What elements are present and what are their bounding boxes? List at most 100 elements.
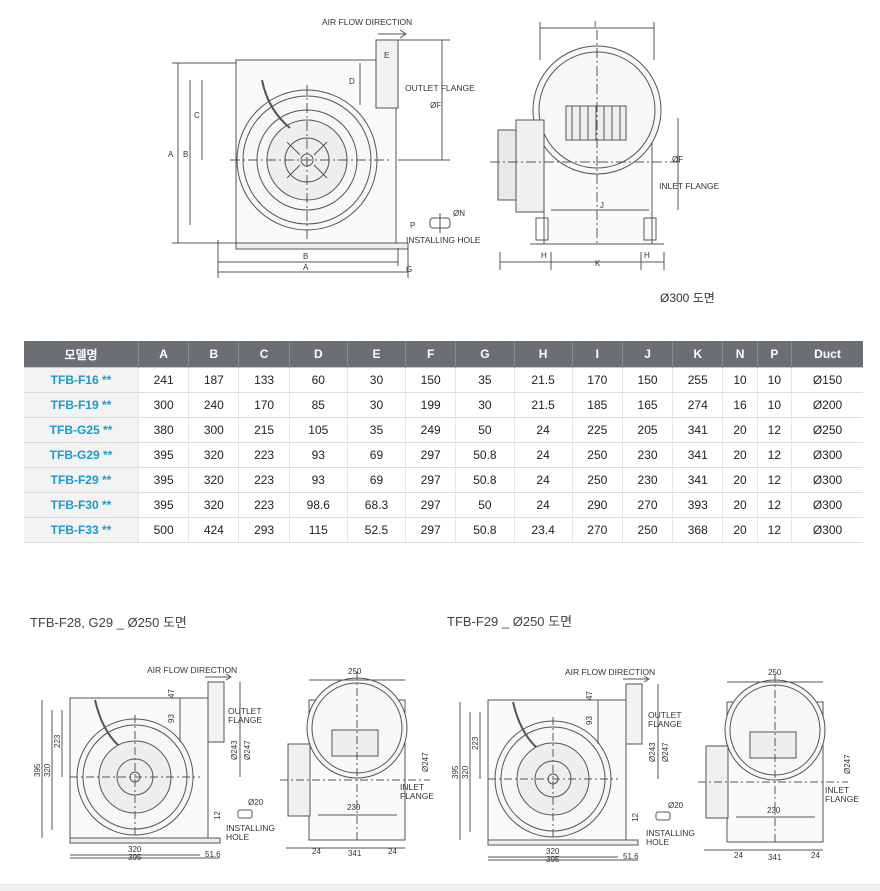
table-cell: 150 [405,367,457,393]
model-name-cell: TFB-F19 ** [24,392,139,418]
table-cell: 215 [238,417,290,443]
top-caption: Ø300 도면 [660,291,715,305]
table-cell: 293 [238,517,290,543]
dim-A-horizontal: A [303,263,309,272]
installing-hole-label: INSTALLING [646,828,695,838]
dim-51-6: 51.6 [623,852,639,861]
table-cell: 170 [572,367,623,393]
dim-47: 47 [585,691,594,700]
table-cell: 133 [238,367,290,393]
table-cell: 255 [672,367,724,393]
table-cell: 24 [514,442,573,468]
table-cell: 250 [572,467,623,493]
table-cell: 240 [188,392,240,418]
dim-B-horizontal: B [303,252,308,261]
dim-320-vertical: 320 [43,763,52,777]
table-cell: 199 [405,392,457,418]
table-cell: 223 [238,442,290,468]
installing-hole-label: INSTALLING HOLE [406,235,481,245]
table-cell: 30 [347,392,407,418]
table-cell: 300 [138,392,190,418]
dim-247-side: Ø247 [843,754,852,774]
table-cell: 223 [238,467,290,493]
dim-341: 341 [348,849,362,858]
table-cell: 93 [289,467,348,493]
col-header: F [405,341,457,368]
table-cell: 24 [514,492,573,518]
dim-K: K [595,259,601,268]
table-cell: 187 [188,367,240,393]
table-cell: 50.8 [455,467,515,493]
table-cell: 20 [722,417,758,443]
top-technical-drawing: AIR FLOW DIRECTION OUTLET FLANGE INLET F… [168,17,720,305]
dim-320: 320 [546,847,560,856]
table-cell: 230 [622,442,674,468]
bottom-left-caption: TFB-F28, G29 _ Ø250 도면 [30,615,187,630]
table-cell: 10 [757,392,792,418]
table-cell: 341 [672,467,724,493]
table-cell: 16 [722,392,758,418]
table-cell: 395 [138,492,190,518]
table-cell: Ø250 [791,417,863,443]
table-cell: 35 [455,367,515,393]
table-cell: 50 [455,417,515,443]
table-cell: 341 [672,417,724,443]
installing-hole-label: INSTALLING [226,823,275,833]
dim-93: 93 [167,714,176,723]
dim-341: 341 [768,853,782,862]
dim-320-vertical: 320 [461,765,470,779]
col-header: D [289,341,348,368]
dim-250: 250 [768,668,782,677]
table-cell: 300 [188,417,240,443]
table-cell: 50.8 [455,517,515,543]
inlet-flange-label: FLANGE [825,794,859,804]
dim-93: 93 [585,716,594,725]
table-cell: 85 [289,392,348,418]
outlet-flange-label: FLANGE [228,715,262,725]
table-cell: 20 [722,517,758,543]
table-cell: 205 [622,417,674,443]
dim-47: 47 [167,689,176,698]
inlet-flange-label: INLET [825,785,849,795]
table-cell: 69 [347,467,407,493]
dim-J: J [600,201,604,210]
dim-F-side: ØF [672,155,683,164]
table-cell: 500 [138,517,190,543]
dim-320: 320 [128,845,142,854]
col-header: N [722,341,758,368]
table-cell: 165 [622,392,674,418]
table-cell: 320 [188,492,240,518]
col-header: Duct [791,341,863,368]
dim-H-left: H [541,251,547,260]
dim-243: Ø243 [230,740,239,760]
table-cell: 52.5 [347,517,407,543]
model-name-cell: TFB-G29 ** [24,442,139,468]
col-header: A [138,341,190,368]
dim-D: D [349,77,355,86]
bottom-right-caption: TFB-F29 _ Ø250 도면 [447,614,573,629]
bottom-left-drawing: AIR FLOW DIRECTION OUTLET FLANGE INLET F… [33,665,434,862]
dim-24-left: 24 [312,847,321,856]
table-cell: 185 [572,392,623,418]
table-cell: 12 [757,467,792,493]
col-header: G [455,341,515,368]
table-cell: 223 [238,492,290,518]
dim-20: Ø20 [668,801,684,810]
table-cell: 249 [405,417,457,443]
table-cell: Ø300 [791,517,863,543]
installing-hole-label: HOLE [646,837,669,847]
table-cell: 241 [138,367,190,393]
table-cell: 12 [757,417,792,443]
table-cell: 20 [722,467,758,493]
outlet-flange-label: FLANGE [648,719,682,729]
col-header: B [188,341,240,368]
table-cell: 341 [672,442,724,468]
table-cell: 50.8 [455,442,515,468]
dim-G: G [406,265,412,274]
table-cell: 395 [138,442,190,468]
table-cell: 12 [757,492,792,518]
dim-250: 250 [348,667,362,676]
